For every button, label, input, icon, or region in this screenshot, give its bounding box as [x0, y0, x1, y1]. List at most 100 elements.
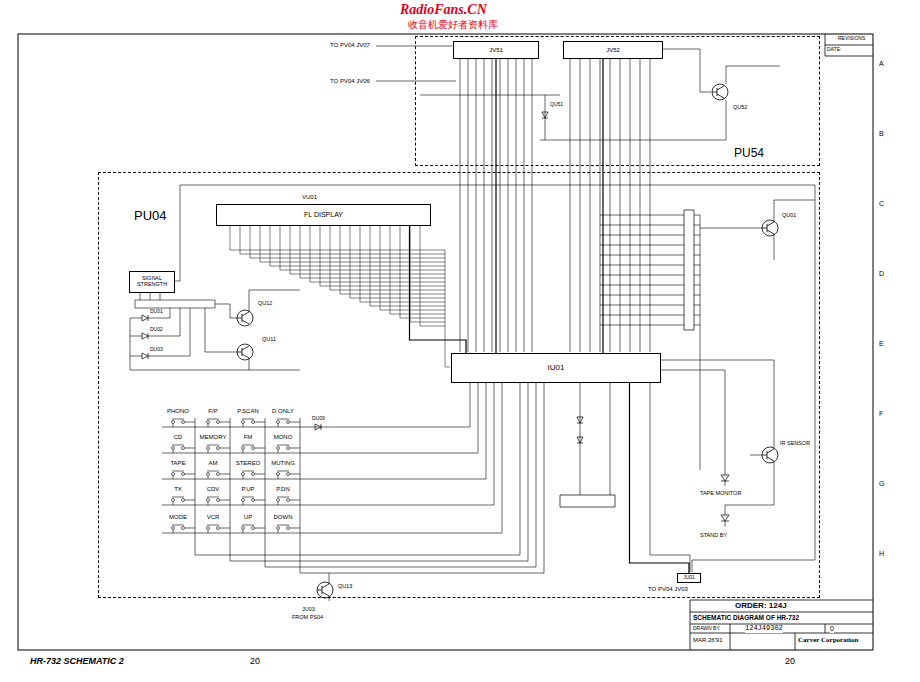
- resistor-pack: [560, 495, 615, 507]
- switch-symbol: [207, 471, 231, 479]
- part-ref: QU11: [262, 336, 276, 342]
- region-name: PU54: [734, 147, 764, 160]
- key-label: MODE: [169, 514, 187, 521]
- grid-letter: C: [879, 200, 884, 208]
- grid-letter: H: [879, 550, 884, 558]
- diode-symbol: [577, 417, 583, 443]
- switch-symbol: [277, 445, 301, 453]
- key-label: TAPE: [170, 460, 185, 467]
- title-block: [690, 600, 873, 650]
- drawing-title: SCHEMATIC DIAGRAM OF HR-732: [693, 614, 799, 621]
- connector-name: JV52: [606, 47, 620, 53]
- wire: [172, 185, 815, 572]
- diode-symbol: [542, 112, 548, 118]
- grid-letter: D: [879, 270, 884, 278]
- revision-box: [825, 34, 873, 56]
- part-ref: DU01: [150, 309, 163, 315]
- wire-bus: [570, 58, 650, 352]
- page-number: 20: [250, 657, 260, 667]
- switch-symbol: [277, 525, 301, 533]
- key-label: UP: [244, 514, 252, 521]
- pcb-region: PU54 JV51 JV52: [415, 36, 820, 166]
- switch-symbol: [172, 419, 196, 427]
- transistor-symbol: [237, 310, 253, 326]
- connector-name: JV51: [489, 47, 503, 53]
- key-label: CD: [174, 434, 183, 441]
- key-label: PHONO: [167, 408, 189, 415]
- switch-symbol: [172, 445, 196, 453]
- key-label: P.DN: [276, 486, 290, 493]
- key-label: P.UP: [241, 486, 254, 493]
- meter-name: SIGNAL STRENGTH: [130, 276, 174, 288]
- part-ref: DU09: [312, 416, 325, 422]
- revision-label: REVISIONS: [838, 36, 865, 42]
- page-caption: HR-732 SCHEMATIC 2: [30, 657, 124, 667]
- switch-symbol: [242, 445, 266, 453]
- part-ref: DU02: [150, 327, 163, 333]
- grid-letter: A: [879, 60, 884, 68]
- wire: [600, 200, 815, 470]
- key-label: TX: [174, 486, 182, 493]
- key-label: FM: [244, 434, 253, 441]
- transistor-symbol: [762, 447, 778, 463]
- led-label: TAPE MONITOR: [700, 490, 741, 496]
- watermark: 收音机爱好者资料库: [408, 19, 498, 30]
- grid-letter: G: [879, 480, 884, 488]
- company-name: Carver Corporation: [798, 637, 858, 645]
- transistor-symbol: [237, 344, 253, 360]
- signal-name: TO PV04 JV03: [648, 586, 688, 593]
- key-label: VCR: [207, 514, 220, 521]
- led-label: STAND BY: [700, 532, 727, 538]
- switch-symbol: [172, 471, 196, 479]
- key-label: MEMORY: [200, 434, 227, 441]
- wire: [376, 46, 780, 140]
- wire: [329, 382, 690, 601]
- switch-symbol: [242, 525, 266, 533]
- region-name: PU04: [134, 209, 167, 223]
- drawing-number: 124J49302: [745, 625, 783, 633]
- transistor-symbol: [317, 582, 333, 598]
- bus-connector: [495, 59, 496, 353]
- part-ref: DU03: [150, 347, 163, 353]
- switch-symbol: [242, 497, 266, 505]
- part-ref: QU01: [782, 212, 796, 218]
- signal-name: FROM PS04: [292, 614, 323, 620]
- connector-header: JU01: [677, 573, 701, 583]
- switch-symbol: [207, 497, 231, 505]
- title-field: DRAWN BY: [693, 626, 720, 632]
- switch-symbol: [207, 445, 231, 453]
- part-ref: QU12: [258, 300, 272, 306]
- led-symbol: [721, 475, 729, 521]
- display-box: VU01FL DISPLAY: [216, 204, 431, 226]
- resistor-pack: [135, 292, 215, 308]
- resistor-pack: [684, 210, 694, 330]
- watermark: RadioFans.CN: [400, 2, 487, 17]
- part-name: VU01: [302, 194, 317, 200]
- grid-letter: F: [879, 410, 883, 418]
- meter-box: SIGNAL STRENGTH: [129, 271, 175, 293]
- order-number: ORDER: 124J: [735, 602, 787, 611]
- diode-symbol: [315, 424, 321, 430]
- display-wire: [230, 225, 450, 367]
- signal-name: TO PV04 JV06: [330, 78, 370, 85]
- ic-box: IU01: [451, 353, 661, 383]
- grid-letter: B: [879, 130, 884, 138]
- part-ref: QU51: [550, 102, 563, 108]
- switch-symbol: [277, 471, 301, 479]
- display-name: FL DISPLAY: [304, 211, 343, 218]
- switch-symbol: [172, 525, 196, 533]
- connector-header: JV51: [453, 41, 539, 59]
- key-label: CDV: [207, 486, 220, 493]
- key-label: STEREO: [236, 460, 261, 467]
- date-text: MAR.26'91: [693, 637, 723, 644]
- key-label: D ONLY: [272, 408, 294, 415]
- switch-symbol: [277, 419, 301, 427]
- switch-symbol: [277, 497, 301, 505]
- led-symbol: [142, 315, 148, 359]
- key-label: F/P: [208, 408, 217, 415]
